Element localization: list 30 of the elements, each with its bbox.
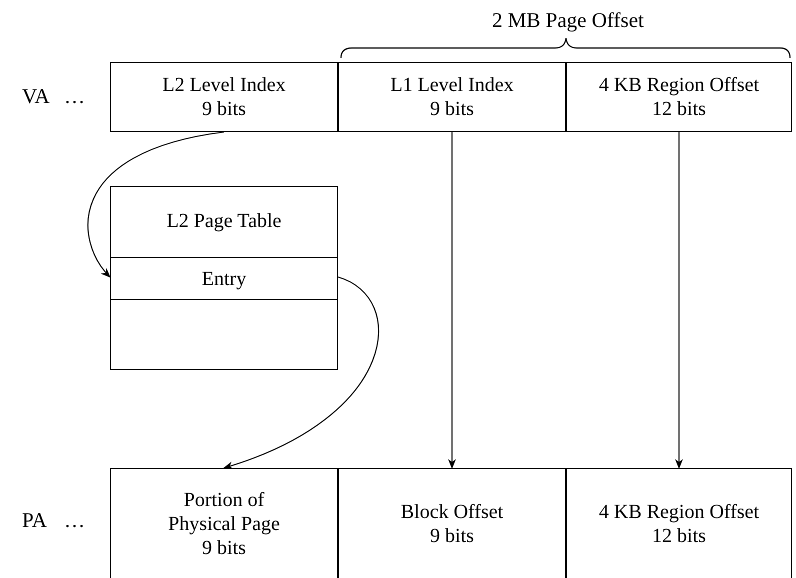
bit-width: 9 bits [202, 97, 246, 121]
arrow [87, 131, 224, 278]
field-name: L2 Page Table [166, 209, 282, 233]
field-name: Block Offset [400, 500, 504, 524]
row-label: PA [22, 508, 47, 533]
field-name: 4 KB Region Offset [598, 500, 760, 524]
bit-field-box [566, 62, 792, 132]
bit-width: 12 bits [652, 97, 706, 121]
field-name: Portion of Physical Page [167, 488, 281, 536]
bit-field-box [110, 468, 338, 578]
bit-width: 9 bits [430, 524, 474, 548]
field-name: L1 Level Index [390, 73, 514, 97]
bit-width: 9 bits [430, 97, 474, 121]
ellipsis: … [64, 84, 85, 109]
bit-width: 12 bits [652, 524, 706, 548]
field-name: Entry [202, 266, 246, 290]
bit-field-box [110, 62, 338, 132]
brace-label: 2 MB Page Offset [492, 8, 644, 33]
bit-field-box [338, 62, 566, 132]
arrow [675, 132, 683, 469]
bit-width: 9 bits [202, 536, 246, 560]
arrow [448, 132, 456, 469]
ellipsis: … [64, 508, 85, 533]
bit-field-box [566, 468, 792, 578]
field-name: 4 KB Region Offset [598, 73, 760, 97]
page-table-box [110, 186, 338, 370]
row-label: VA [22, 84, 50, 109]
arrow [223, 276, 379, 469]
bit-field-box [338, 468, 566, 578]
field-name: L2 Level Index [162, 73, 286, 97]
